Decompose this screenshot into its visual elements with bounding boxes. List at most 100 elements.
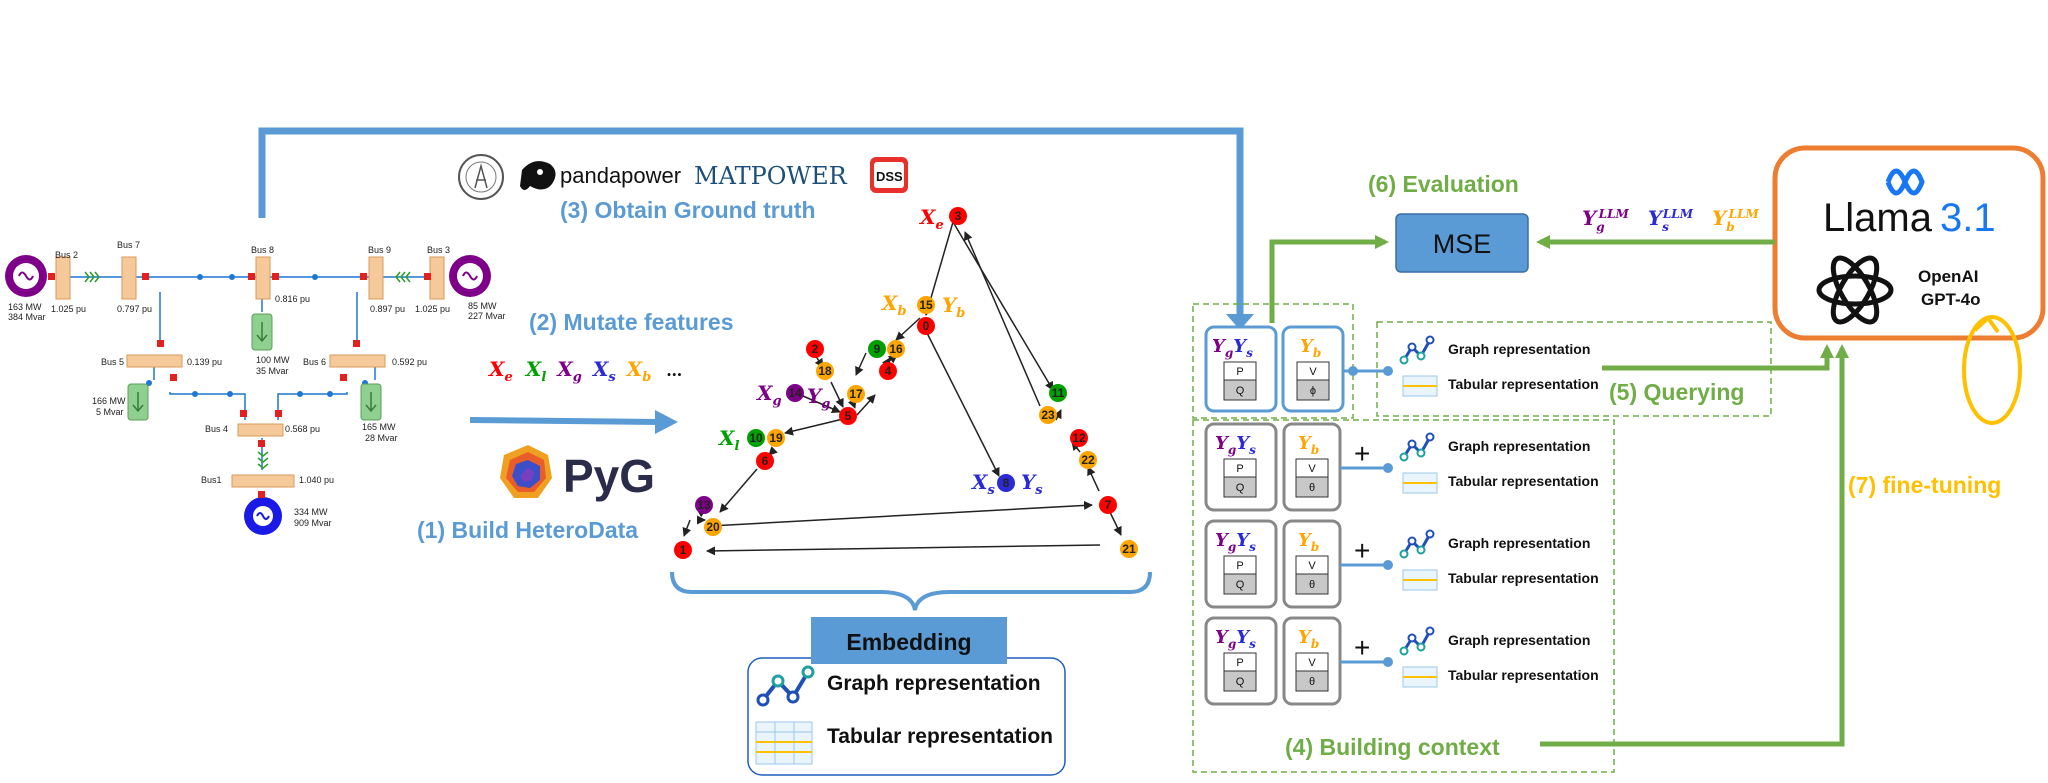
- svg-text:P: P: [1236, 366, 1243, 378]
- context-row: YgYs Yb P Q V θ + Graph representation T…: [1204, 519, 1599, 609]
- hetero-graph: 3 0 15 16 9 2 18 4 17 14 5 10 19 6 13 20…: [674, 205, 1138, 559]
- gen-left-mvar: 384 Mvar: [8, 312, 46, 322]
- svg-text:PyG: PyG: [563, 450, 655, 502]
- svg-text:0: 0: [923, 319, 930, 333]
- svg-text:+: +: [1354, 438, 1370, 469]
- svg-text:Xg: Xg: [755, 381, 782, 409]
- svg-text:0.797 pu: 0.797 pu: [117, 304, 152, 314]
- svg-text:YgYs: YgYs: [1215, 627, 1256, 651]
- llm-outputs: YgLLM YsLLM YbLLM: [1582, 199, 1760, 234]
- svg-text:Graph representation: Graph representation: [1448, 632, 1590, 648]
- svg-text:4: 4: [885, 364, 892, 378]
- svg-text:Ys: Ys: [1021, 470, 1043, 498]
- svg-text:OpenAI: OpenAI: [1918, 267, 1978, 286]
- svg-text:+: +: [1354, 535, 1370, 566]
- svg-text:Graph representation: Graph representation: [827, 672, 1041, 695]
- svg-text:Graph representation: Graph representation: [1448, 438, 1590, 454]
- embedding-title: Embedding: [846, 629, 971, 655]
- build-arrow: [469, 417, 661, 425]
- svg-text:θ: θ: [1309, 579, 1315, 591]
- svg-text:5 Mvar: 5 Mvar: [96, 407, 124, 417]
- svg-text:Yb: Yb: [1300, 336, 1321, 360]
- ground-truth-connector: [258, 127, 1244, 318]
- svg-text:Q: Q: [1236, 482, 1245, 494]
- svg-text:ϕ: ϕ: [1310, 385, 1316, 397]
- bus-label: Bus 5: [101, 357, 124, 367]
- bus-label: Bus 8: [251, 245, 274, 255]
- meta-logo-icon: [1885, 168, 1925, 196]
- step7-label: (7) fine-tuning: [1848, 472, 2001, 498]
- svg-text:Tabular representation: Tabular representation: [1448, 473, 1599, 489]
- svg-text:5: 5: [845, 409, 852, 423]
- svg-text:P: P: [1236, 657, 1243, 669]
- pandapower-logo: pandapower: [560, 163, 681, 188]
- tool-logos: pandapower MATPOWER DSS: [458, 154, 908, 200]
- svg-text:166 MW: 166 MW: [92, 396, 126, 406]
- context-row: YgYs Yb P Q V θ + Graph representation T…: [1204, 616, 1599, 706]
- svg-text:0.592 pu: 0.592 pu: [392, 357, 427, 367]
- svg-text:Xe Xl Xg Xs: Xe Xl Xg Xs Xb …: [487, 357, 682, 386]
- svg-text:1.040 pu: 1.040 pu: [299, 475, 334, 485]
- svg-text:YgYs: YgYs: [1212, 336, 1253, 360]
- pyg-logo: PyG: [500, 445, 655, 502]
- fine-tuning-loop: [1962, 315, 2022, 425]
- bus-label: Bus 9: [368, 245, 391, 255]
- svg-text:1.025 pu: 1.025 pu: [415, 304, 450, 314]
- mse-box: [1395, 213, 1529, 273]
- svg-text:9: 9: [874, 342, 881, 356]
- svg-text:18: 18: [818, 364, 832, 378]
- svg-text:11: 11: [1052, 386, 1065, 400]
- svg-text:14: 14: [788, 386, 802, 400]
- svg-text:12: 12: [1072, 431, 1086, 445]
- svg-text:Xe: Xe: [918, 205, 944, 233]
- table-icon: [755, 721, 813, 765]
- svg-text:Graph representation: Graph representation: [1448, 341, 1590, 357]
- svg-text:V: V: [1308, 560, 1316, 572]
- step1-label: (1) Build HeteroData: [417, 517, 638, 543]
- svg-text:Xl: Xl: [717, 426, 740, 454]
- bus-label: Bus 6: [303, 357, 326, 367]
- pandapower-logo-icon: [520, 161, 556, 190]
- svg-text:Graph representation: Graph representation: [1448, 535, 1590, 551]
- svg-text:7: 7: [1105, 498, 1112, 512]
- power-grid-diagram: 163 MW 384 Mvar 85 MW 227 Mvar 334 MW 90…: [5, 240, 506, 535]
- svg-text:17: 17: [849, 387, 863, 401]
- svg-text:10: 10: [749, 431, 763, 445]
- step5-label: (5) Querying: [1609, 379, 1744, 405]
- svg-text:V: V: [1309, 366, 1317, 378]
- mutate-features: Xe Xl Xg Xs Xb …: [487, 357, 682, 386]
- svg-text:Xs: Xs: [970, 470, 996, 498]
- svg-text:YgYs: YgYs: [1215, 433, 1256, 457]
- svg-text:Yg: Yg: [807, 384, 830, 412]
- svg-text:16: 16: [889, 342, 903, 356]
- svg-text:15: 15: [919, 298, 933, 312]
- svg-text:6: 6: [762, 454, 769, 468]
- svg-text:Xb: Xb: [880, 291, 907, 319]
- svg-text:20: 20: [706, 520, 720, 534]
- svg-text:Q: Q: [1236, 385, 1245, 397]
- svg-text:1: 1: [680, 543, 687, 557]
- svg-text:0.897 pu: 0.897 pu: [370, 304, 405, 314]
- bus-label: Bus 7: [117, 240, 140, 250]
- svg-text:Yb: Yb: [1298, 627, 1319, 651]
- svg-text:Yb: Yb: [942, 293, 965, 321]
- svg-text:28 Mvar: 28 Mvar: [365, 433, 398, 443]
- gen-right-mw: 85 MW: [468, 301, 497, 311]
- svg-text:V: V: [1308, 463, 1316, 475]
- svg-text:13: 13: [697, 498, 711, 512]
- svg-text:GPT-4o: GPT-4o: [1921, 290, 1981, 309]
- svg-text:100 MW: 100 MW: [256, 355, 290, 365]
- openai-logo-icon: [1816, 255, 1894, 325]
- svg-text:21: 21: [1122, 542, 1136, 556]
- svg-text:Yb: Yb: [1298, 530, 1319, 554]
- flow-arrows: [1269, 235, 1849, 747]
- svg-text:0.816 pu: 0.816 pu: [275, 294, 310, 304]
- svg-text:V: V: [1308, 657, 1316, 669]
- ground-truth-arrowhead: [1226, 314, 1254, 330]
- svg-text:2: 2: [812, 342, 819, 356]
- svg-text:MSE: MSE: [1433, 229, 1492, 259]
- bus-label: Bus 4: [205, 424, 228, 434]
- step6-label: (6) Evaluation: [1368, 171, 1519, 197]
